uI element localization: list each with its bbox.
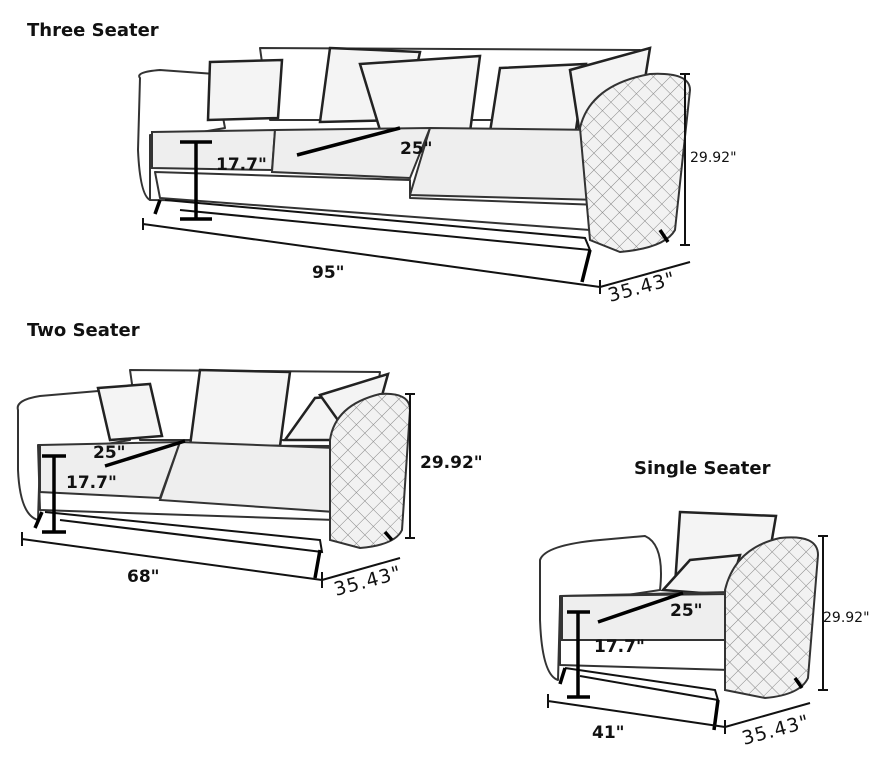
single-seater-title: Single Seater xyxy=(634,458,771,479)
two-seater-drawing: Two Seater 17.7" 25" 29.92" 68" 35.43" xyxy=(16,320,483,601)
seat-height-marker xyxy=(567,610,590,699)
sofa-legs xyxy=(153,199,670,283)
seat-depth-marker xyxy=(597,591,684,624)
pillow xyxy=(96,382,164,442)
right-arm-quilted xyxy=(329,392,412,550)
pillow xyxy=(188,368,292,448)
sofa-base xyxy=(164,199,592,252)
seat-cushion xyxy=(561,592,732,641)
pillow xyxy=(358,54,482,134)
seat-height-marker xyxy=(42,454,66,534)
three-seater-width: 95" xyxy=(312,263,345,283)
seat-depth-marker xyxy=(296,126,401,157)
height-marker xyxy=(680,73,690,246)
sofa-base xyxy=(564,667,720,702)
seat-cushion xyxy=(408,126,601,202)
two-seater-height: 29.92" xyxy=(420,453,483,473)
height-marker xyxy=(818,535,828,691)
right-arm-quilted xyxy=(578,72,692,254)
single-seater-height: 29.92" xyxy=(823,610,870,626)
three-seater-title: Three Seater xyxy=(27,20,159,41)
three-seater-depth: 35.43" xyxy=(606,268,678,307)
sofa-base xyxy=(44,511,324,554)
single-seater-seat-height: 17.7" xyxy=(594,637,645,657)
pillow xyxy=(206,58,284,122)
single-seater-width: 41" xyxy=(592,723,625,743)
height-marker xyxy=(405,393,415,539)
depth-marker xyxy=(321,557,401,581)
depth-marker xyxy=(724,702,811,728)
seat-depth-marker xyxy=(104,439,186,468)
right-arm-quilted xyxy=(724,536,820,700)
two-seater-title: Two Seater xyxy=(27,320,140,341)
width-marker xyxy=(547,694,726,734)
single-seater-depth: 35.43" xyxy=(740,711,812,750)
two-seater-seat-height: 17.7" xyxy=(66,473,117,493)
seat-height-marker xyxy=(180,140,212,221)
single-seater-seat-depth: 25" xyxy=(670,601,703,621)
two-seater-width: 68" xyxy=(127,567,160,587)
three-seater-seat-height: 17.7" xyxy=(216,155,267,175)
left-arm xyxy=(539,535,662,681)
sofa-legs xyxy=(33,511,394,579)
three-seater-height: 29.92" xyxy=(690,150,737,166)
width-marker xyxy=(21,532,323,588)
two-seater-seat-depth: 25" xyxy=(93,443,126,463)
three-seater-seat-depth: 25" xyxy=(400,139,433,159)
seat-cushion xyxy=(270,126,432,180)
single-seater-drawing: Single Seater 17.7" 25" 29.92" 41" 35.43… xyxy=(539,458,870,750)
three-seater-drawing: Three Seater 17.7" 25" 29.92" 95" 35.43" xyxy=(27,20,737,307)
depth-marker xyxy=(599,261,691,288)
seat-cushion xyxy=(158,440,336,514)
